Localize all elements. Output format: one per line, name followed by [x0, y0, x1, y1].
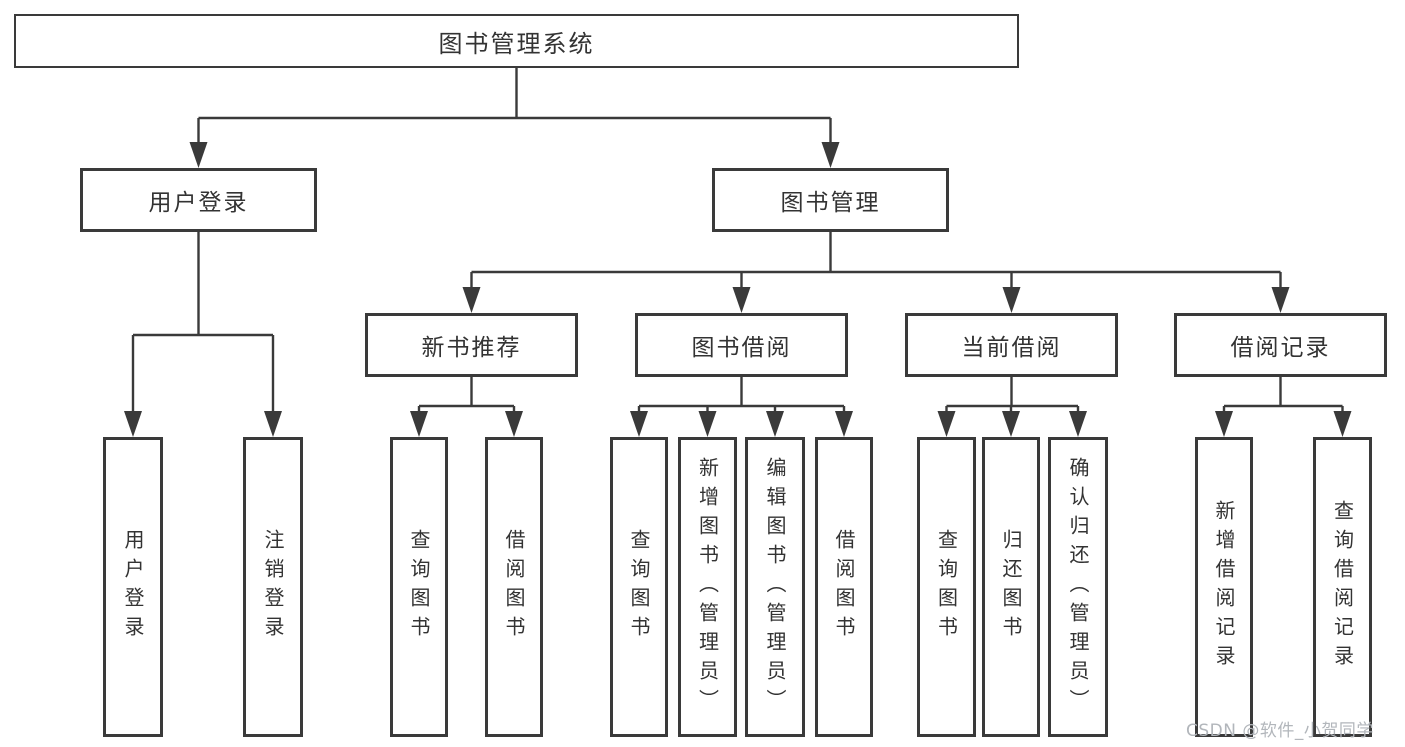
leaf-label: 新增图书（管理员） — [695, 456, 720, 718]
node-book-management: 图书管理 — [712, 168, 949, 232]
leaf-add-borrow-record: 新增借阅记录 — [1195, 437, 1253, 737]
node-label: 图书管理系统 — [438, 29, 595, 58]
leaf-query-borrow-record: 查询借阅记录 — [1313, 437, 1372, 737]
connector-user-login-children — [131, 232, 275, 419]
leaf-user-login: 用户登录 — [103, 437, 163, 737]
connector-new-book-children — [417, 377, 516, 419]
connector-book-borrow-children — [637, 377, 846, 419]
leaf-label: 注销登录 — [261, 529, 285, 645]
node-label: 图书管理 — [780, 190, 881, 216]
node-label: 新书推荐 — [421, 335, 522, 361]
leaf-label: 归还图书 — [999, 529, 1023, 645]
node-new-book-recommendation: 新书推荐 — [365, 313, 578, 377]
leaf-edit-books-admin: 编辑图书（管理员） — [745, 437, 805, 737]
node-label: 图书借阅 — [691, 335, 792, 361]
leaf-borrow-books-recommend: 借阅图书 — [485, 437, 543, 737]
node-label: 用户登录 — [148, 190, 249, 216]
leaf-label: 查询借阅记录 — [1330, 500, 1355, 674]
leaf-label: 借阅图书 — [832, 529, 856, 645]
node-current-borrowing: 当前借阅 — [905, 313, 1118, 377]
leaf-label: 编辑图书（管理员） — [763, 456, 787, 718]
connector-root-to-level2 — [197, 68, 832, 150]
leaf-label: 确认归还（管理员） — [1066, 456, 1090, 718]
leaf-label: 查询图书 — [934, 529, 959, 645]
leaf-label: 查询图书 — [627, 529, 651, 645]
node-borrowing-records: 借阅记录 — [1174, 313, 1387, 377]
node-label: 借阅记录 — [1230, 335, 1331, 361]
leaf-label: 查询图书 — [407, 529, 431, 645]
leaf-label: 新增借阅记录 — [1212, 500, 1236, 674]
leaf-confirm-return-admin: 确认归还（管理员） — [1048, 437, 1108, 737]
connector-records-children — [1222, 377, 1344, 419]
node-book-borrowing: 图书借阅 — [635, 313, 848, 377]
connector-book-management-children — [470, 232, 1282, 295]
leaf-label: 用户登录 — [121, 529, 145, 645]
arrowheads — [124, 142, 1352, 437]
leaf-add-books-admin: 新增图书（管理员） — [678, 437, 737, 737]
leaf-query-books-current: 查询图书 — [917, 437, 976, 737]
node-user-login: 用户登录 — [80, 168, 317, 232]
node-library-management-system: 图书管理系统 — [14, 14, 1019, 68]
leaf-borrow-books-borrow: 借阅图书 — [815, 437, 873, 737]
leaf-return-books: 归还图书 — [982, 437, 1040, 737]
leaf-query-books-borrow: 查询图书 — [610, 437, 668, 737]
leaf-logout: 注销登录 — [243, 437, 303, 737]
leaf-label: 借阅图书 — [502, 529, 526, 645]
csdn-watermark: CSDN @软件_小贺同学 — [1186, 721, 1374, 741]
node-label: 当前借阅 — [961, 335, 1062, 361]
leaf-query-books-recommend: 查询图书 — [390, 437, 448, 737]
